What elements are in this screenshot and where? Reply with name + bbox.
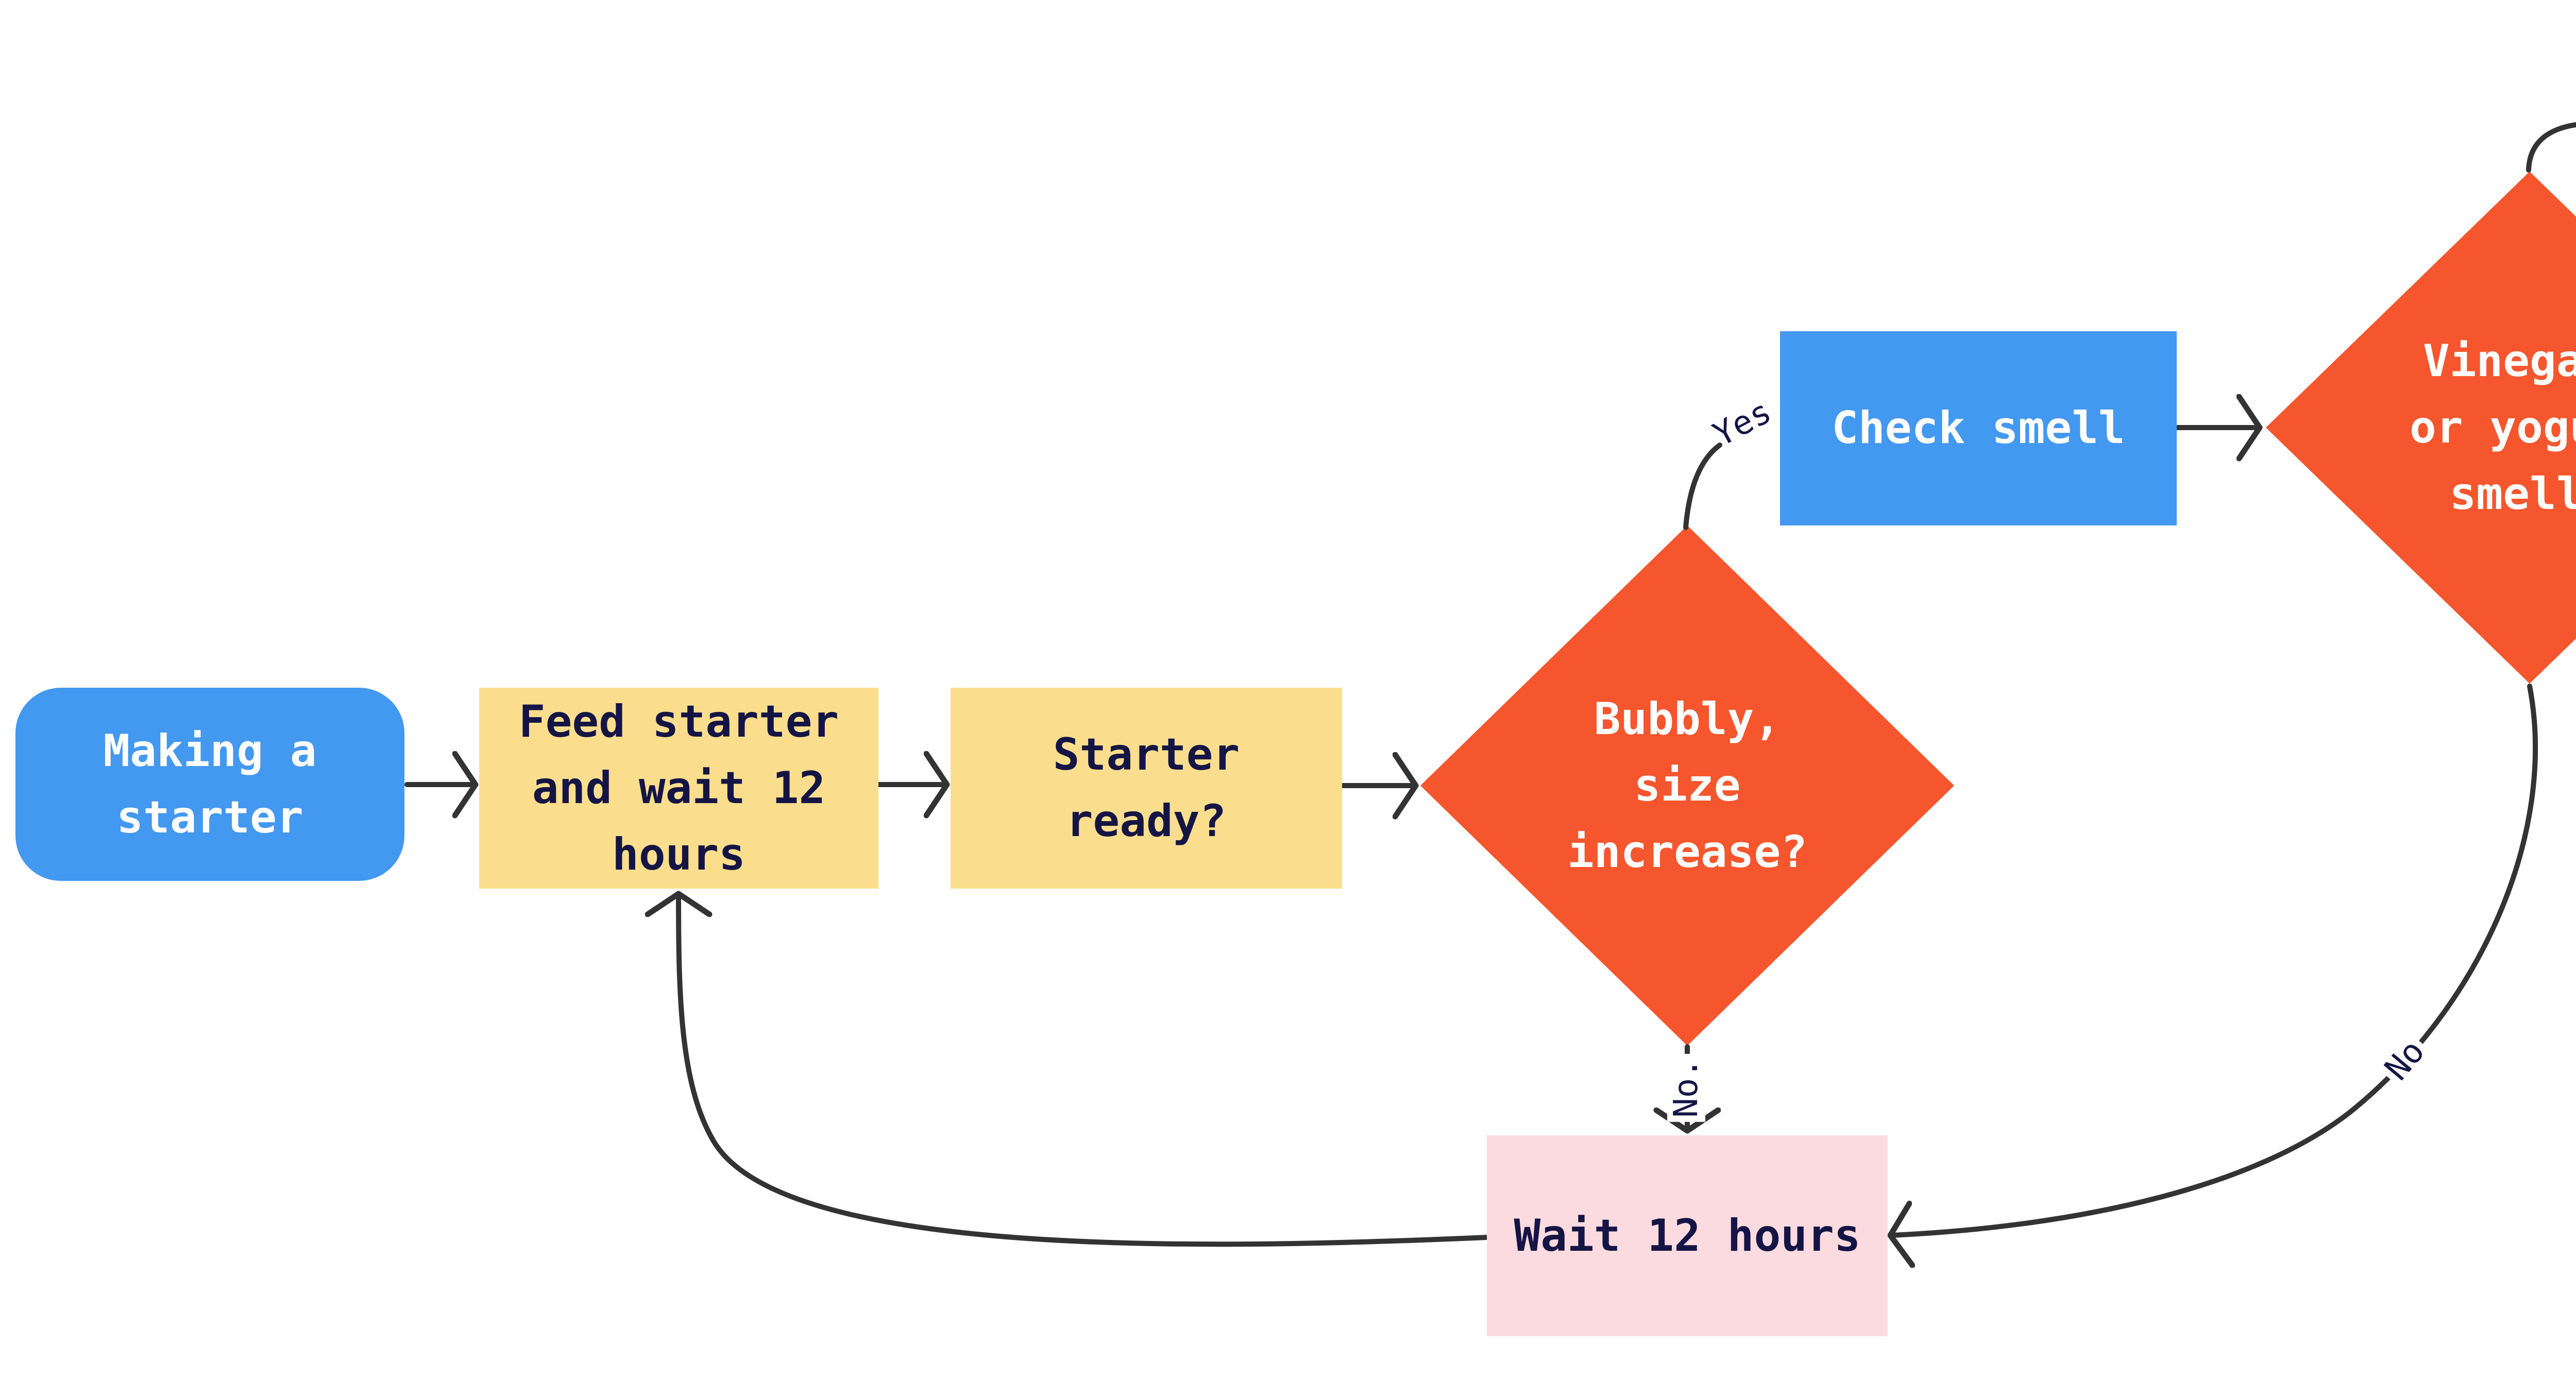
node-check-smell[interactable]: Check smell bbox=[1780, 331, 2177, 525]
node-vinegary-label: Vinegary or yogurt smell? bbox=[2410, 335, 2576, 520]
node-bubbly-label-wrap: Bubbly, size increase? bbox=[1476, 574, 1899, 997]
node-making-a-starter[interactable]: Making a starter bbox=[15, 688, 404, 881]
node-vinegary-label-wrap: Vinegary or yogurt smell? bbox=[2318, 216, 2576, 639]
node-making-a-starter-label: Making a starter bbox=[103, 725, 317, 843]
node-wait-12-hours[interactable]: Wait 12 hours bbox=[1487, 1135, 1888, 1336]
node-feed-starter-label: Feed starter and wait 12 hours bbox=[518, 695, 839, 880]
edge-bubbly-yes-to-checksmell bbox=[1683, 443, 1722, 530]
edge-vinegary-no-to-wait bbox=[1892, 684, 2538, 1235]
node-starter-ready[interactable]: Starter ready? bbox=[951, 688, 1342, 889]
decision-bubbly-diamond[interactable] bbox=[1420, 525, 1954, 1046]
edge-wait-loop-to-feedstarter bbox=[679, 895, 1489, 1247]
node-wait-12-hours-label: Wait 12 hours bbox=[1514, 1210, 1861, 1262]
node-check-smell-label: Check smell bbox=[1832, 402, 2125, 454]
node-feed-starter[interactable]: Feed starter and wait 12 hours bbox=[479, 688, 878, 889]
edge-label-no-down: No. bbox=[1667, 1054, 1705, 1122]
decision-vinegary-diamond[interactable] bbox=[2266, 172, 2576, 684]
node-bubbly-label: Bubbly, size increase? bbox=[1567, 693, 1807, 878]
edge-vinegary-yes-curve bbox=[2526, 122, 2576, 173]
node-starter-ready-label: Starter ready? bbox=[1053, 729, 1240, 847]
